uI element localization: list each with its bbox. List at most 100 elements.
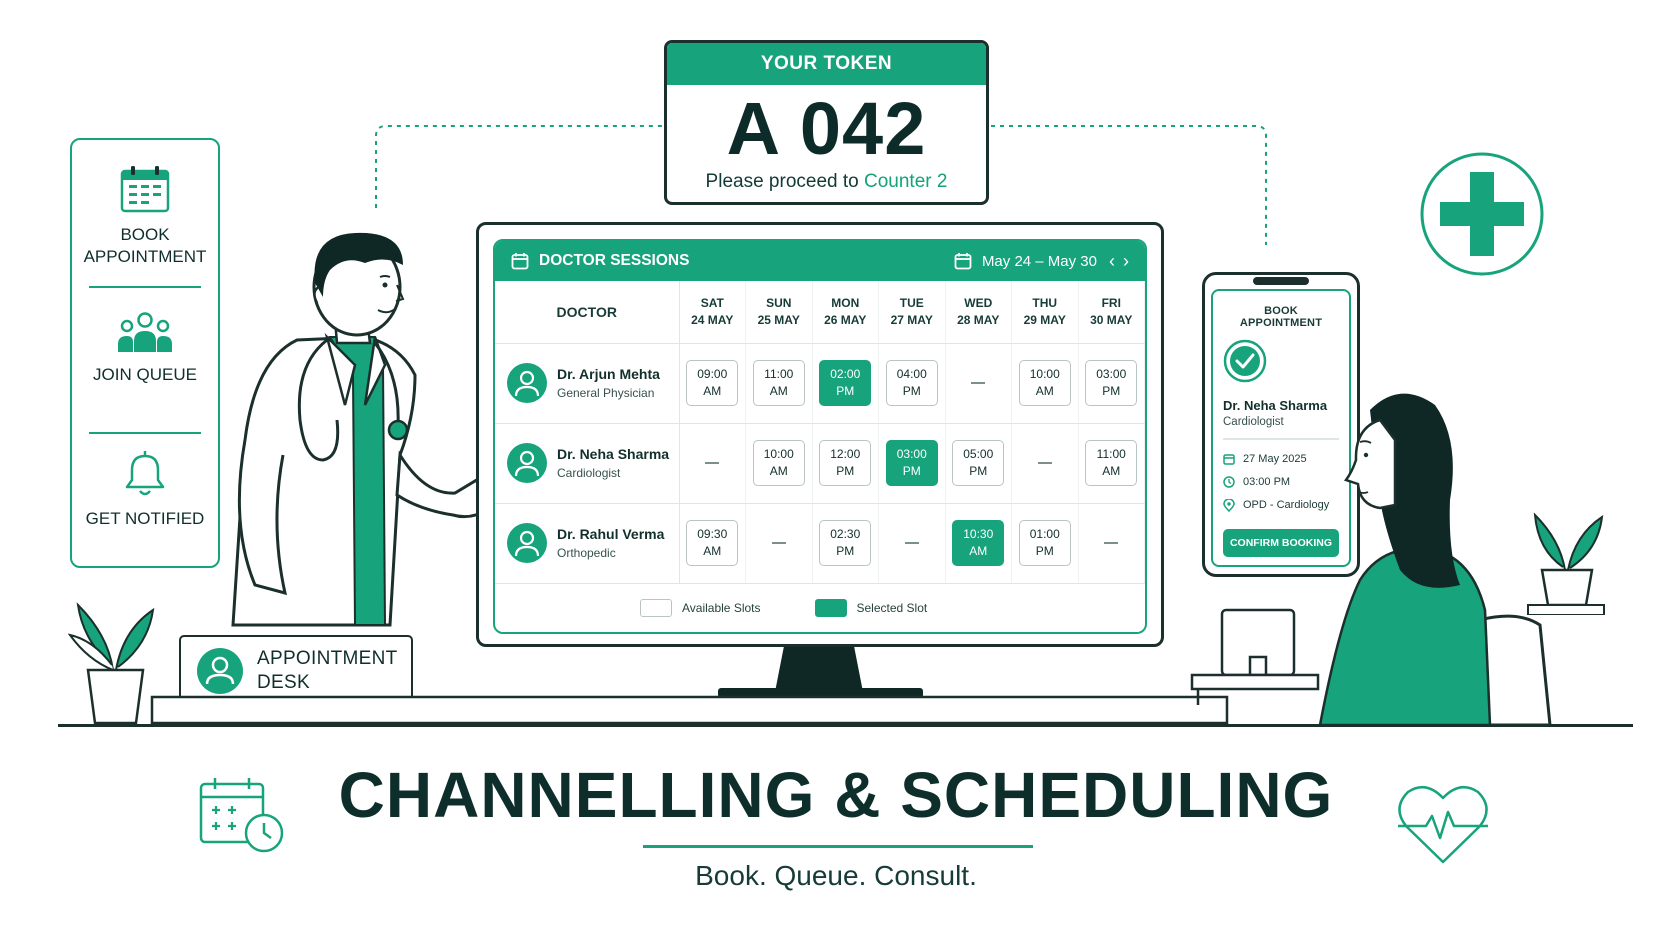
slot-legend: Available Slots Selected Slot: [495, 584, 1145, 632]
phone-screen: BOOK APPOINTMENT Dr. Neha Sharma Cardiol…: [1211, 289, 1351, 567]
token-header: YOUR TOKEN: [667, 43, 986, 85]
day-name: SUN: [766, 295, 792, 310]
user-avatar-icon: [197, 648, 243, 694]
day-date: 27 MAY: [890, 312, 933, 327]
confirm-booking-button[interactable]: CONFIRM BOOKING: [1223, 528, 1339, 557]
phone-location-row: OPD - Cardiology: [1223, 494, 1339, 517]
day-name: WED: [964, 295, 993, 310]
day-date: 25 MAY: [757, 312, 800, 327]
calendar-icon: [120, 166, 170, 213]
no-slot-dash: [1037, 462, 1052, 464]
slot-period: PM: [836, 384, 855, 398]
tagline: Book. Queue. Consult.: [695, 860, 977, 891]
day-header: WED 28 MAY: [945, 281, 1012, 344]
user-avatar-icon: [514, 450, 540, 477]
day-date: 28 MAY: [957, 312, 1000, 327]
feature-book-appointment[interactable]: BOOK APPOINTMENT: [72, 164, 218, 268]
token-instruction: Please proceed to Counter 2: [667, 171, 986, 193]
doctor-illustration: [231, 232, 513, 627]
desk-label-line1: APPOINTMENT: [257, 648, 398, 669]
slot-period: PM: [969, 464, 988, 478]
phone-time-row: 03:00 PM: [1223, 471, 1339, 494]
no-slot-dash: [771, 542, 786, 544]
doctor-sessions-screen: DOCTOR SESSIONS May 24 – May 30 ‹ › DOCT…: [493, 239, 1147, 634]
doctor-name: Dr. Neha Sharma: [557, 446, 670, 462]
slot-time: 11:00: [1096, 447, 1126, 461]
token-card: YOUR TOKEN A 042 Please proceed to Count…: [664, 40, 989, 205]
slot-time: 10:30: [963, 527, 994, 541]
slot-time: 01:00: [1029, 527, 1060, 541]
slot-cell: [1078, 503, 1145, 584]
phone-time: 03:00 PM: [1243, 476, 1291, 488]
slot-cell: [1011, 423, 1079, 504]
slot-time: 10:00: [1029, 367, 1060, 381]
plant-right-illustration: [1527, 512, 1605, 615]
ground-line: [58, 724, 1633, 727]
doctor-avatar: [507, 523, 547, 563]
slot-period: AM: [1102, 464, 1121, 478]
day-date: 30 MAY: [1090, 312, 1133, 327]
title-underline: [643, 845, 1033, 848]
calendar-icon[interactable]: [954, 252, 972, 270]
date-range: May 24 – May 30: [981, 252, 1097, 270]
token-instruction-prefix: Please proceed to: [705, 171, 859, 192]
phone-location: OPD - Cardiology: [1243, 499, 1330, 511]
doctor-column-header: DOCTOR: [495, 281, 680, 344]
sessions-title: DOCTOR SESSIONS: [539, 252, 690, 269]
token-counter: Counter 2: [864, 171, 948, 192]
legend-selected-swatch: [814, 598, 847, 617]
slot-cell: [945, 343, 1012, 424]
phone-doctor-name: Dr. Neha Sharma: [1223, 398, 1328, 413]
slot-period: AM: [1035, 384, 1054, 398]
slot-time: 02:00: [830, 367, 861, 381]
day-date: 29 MAY: [1023, 312, 1066, 327]
plant-left-illustration: [68, 602, 155, 725]
location-pin-icon: [1223, 498, 1235, 512]
day-date: 24 MAY: [691, 312, 734, 327]
chevron-left-icon[interactable]: ‹: [1109, 250, 1115, 271]
doctor-name: Dr. Arjun Mehta: [557, 366, 660, 382]
feature-get-notified[interactable]: GET NOTIFIED: [72, 450, 218, 530]
chevron-right-icon[interactable]: ›: [1123, 250, 1129, 271]
calendar-clock-icon: [199, 778, 284, 853]
feature-join-queue[interactable]: JOIN QUEUE: [72, 310, 218, 386]
feature-label: JOIN QUEUE: [93, 365, 197, 384]
phone-title: BOOK APPOINTMENT: [1239, 305, 1323, 329]
